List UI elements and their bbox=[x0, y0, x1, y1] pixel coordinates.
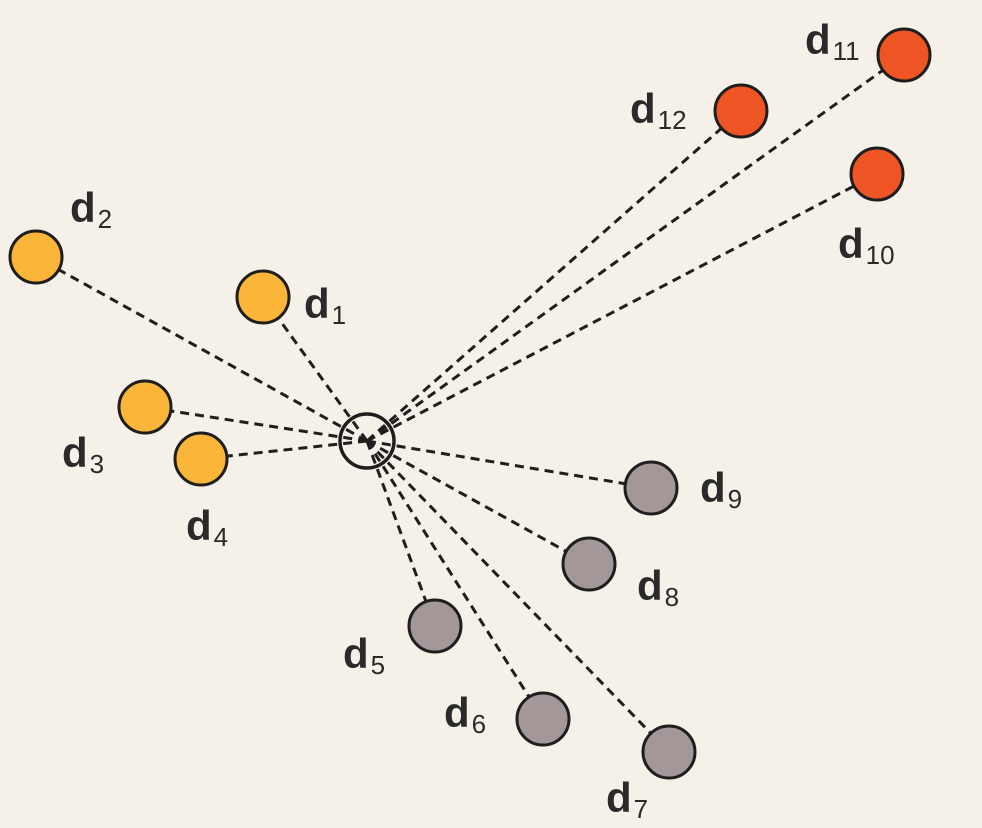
distance-line-12 bbox=[366, 109, 742, 443]
distance-line-9 bbox=[366, 439, 652, 490]
label-d3: d3 bbox=[62, 429, 104, 479]
label-subscript: 3 bbox=[90, 449, 104, 479]
edges-layer bbox=[35, 53, 905, 754]
label-subscript: 8 bbox=[665, 582, 679, 612]
label-subscript: 12 bbox=[658, 105, 687, 135]
query-point bbox=[338, 412, 396, 470]
label-d4: d4 bbox=[186, 502, 228, 552]
point-d3 bbox=[117, 379, 173, 435]
label-d11: d11 bbox=[805, 16, 860, 66]
label-subscript: 7 bbox=[634, 794, 648, 824]
label-subscript: 9 bbox=[728, 484, 742, 514]
nodes-layer bbox=[8, 27, 932, 780]
point-d10 bbox=[849, 146, 905, 202]
distance-line-2 bbox=[35, 255, 368, 443]
distance-line-5 bbox=[365, 440, 437, 627]
label-d6: d6 bbox=[444, 689, 486, 739]
point-d4 bbox=[173, 431, 229, 487]
label-subscript: 2 bbox=[98, 204, 112, 234]
label-d5: d5 bbox=[343, 630, 385, 680]
label-letter: d bbox=[186, 502, 212, 549]
label-d12: d12 bbox=[630, 85, 687, 135]
point-d6 bbox=[515, 691, 571, 747]
label-letter: d bbox=[630, 85, 656, 132]
distance-line-6 bbox=[365, 440, 545, 720]
label-letter: d bbox=[637, 562, 663, 609]
label-d10: d10 bbox=[838, 220, 895, 270]
point-d12 bbox=[713, 83, 769, 139]
label-subscript: 4 bbox=[214, 522, 228, 552]
label-d2: d2 bbox=[70, 184, 112, 234]
label-subscript: 5 bbox=[371, 650, 385, 680]
label-d8: d8 bbox=[637, 562, 679, 612]
distance-line-8 bbox=[366, 439, 590, 566]
label-subscript: 11 bbox=[833, 36, 860, 66]
label-subscript: 6 bbox=[472, 709, 486, 739]
point-d7 bbox=[641, 724, 697, 780]
distance-line-7 bbox=[365, 439, 671, 754]
distance-line-10 bbox=[366, 172, 878, 443]
label-d1: d1 bbox=[304, 280, 346, 330]
point-d1 bbox=[235, 269, 291, 325]
label-letter: d bbox=[838, 220, 864, 267]
point-d8 bbox=[561, 536, 617, 592]
label-letter: d bbox=[606, 774, 632, 821]
point-d2 bbox=[8, 229, 64, 285]
label-letter: d bbox=[304, 280, 330, 327]
distance-line-3 bbox=[144, 405, 368, 443]
label-letter: d bbox=[62, 429, 88, 476]
distance-line-11 bbox=[366, 53, 905, 443]
label-letter: d bbox=[444, 689, 470, 736]
point-d9 bbox=[623, 460, 679, 516]
label-d9: d9 bbox=[700, 464, 742, 514]
distance-line-4 bbox=[200, 439, 368, 461]
label-letter: d bbox=[343, 630, 369, 677]
label-letter: d bbox=[700, 464, 726, 511]
point-d11 bbox=[876, 27, 932, 83]
label-d7: d7 bbox=[606, 774, 648, 824]
label-subscript: 1 bbox=[332, 300, 346, 330]
label-letter: d bbox=[805, 16, 831, 63]
point-d5 bbox=[407, 598, 463, 654]
label-letter: d bbox=[70, 184, 96, 231]
label-subscript: 10 bbox=[866, 240, 895, 270]
